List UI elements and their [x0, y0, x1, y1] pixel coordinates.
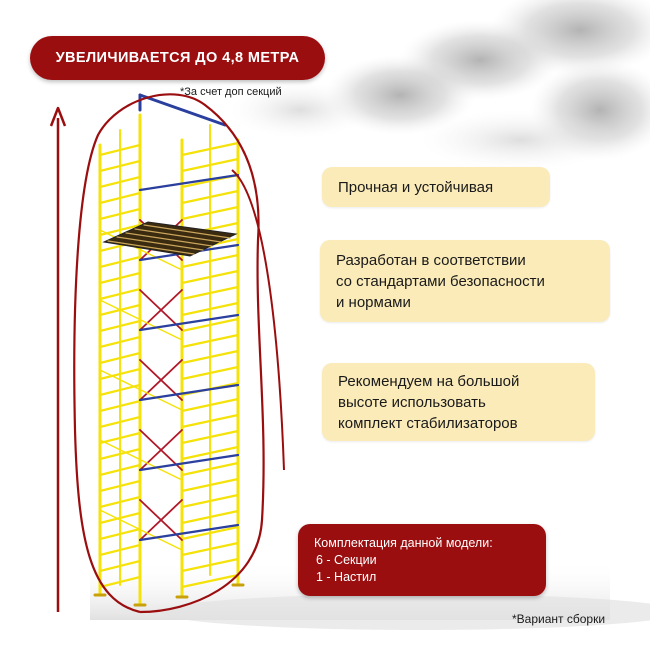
- side-brace: [99, 299, 183, 341]
- rung: [180, 573, 240, 589]
- side-brace: [99, 229, 183, 271]
- rung: [98, 319, 142, 333]
- rung: [180, 541, 240, 557]
- rung: [98, 575, 142, 589]
- rung: [98, 175, 142, 189]
- banner-note: *За счет доп секций: [180, 86, 282, 98]
- deck-plank: [116, 236, 204, 251]
- rung: [98, 479, 142, 493]
- horizontal-brace: [138, 523, 240, 542]
- rung: [98, 367, 142, 381]
- rung: [98, 463, 142, 477]
- side-brace: [99, 509, 183, 551]
- rung: [180, 365, 240, 381]
- rung: [98, 191, 142, 205]
- kit-title: Комплектация данной модели:: [314, 536, 493, 550]
- clouds: [180, 0, 650, 170]
- kit-item-sections: 6 - Секции: [316, 553, 377, 567]
- arrow-up-icon: [49, 106, 67, 612]
- height-banner-text: УВЕЛИЧИВАЕТСЯ ДО 4,8 МЕТРА: [55, 50, 300, 66]
- deck-plank: [134, 228, 222, 243]
- rung: [98, 495, 142, 509]
- side-brace: [99, 369, 183, 411]
- horizontal-brace: [138, 313, 240, 332]
- feature-safety-standards: Разработан в соответствии со стандартами…: [320, 240, 610, 322]
- rung: [180, 141, 240, 157]
- rung: [180, 333, 240, 349]
- rung: [98, 351, 142, 365]
- feature-safety-text: Разработан в соответствии со стандартами…: [336, 251, 545, 311]
- rung: [180, 557, 240, 573]
- rung: [180, 413, 240, 429]
- deck-platform: [102, 221, 238, 257]
- rung: [180, 301, 240, 317]
- kit-item-deck: 1 - Настил: [316, 570, 377, 584]
- feature-strength: Прочная и устойчивая: [322, 167, 550, 207]
- rung: [98, 271, 142, 285]
- feature-strength-text: Прочная и устойчивая: [338, 178, 494, 196]
- rung: [180, 269, 240, 285]
- side-brace: [99, 439, 183, 481]
- rung: [98, 287, 142, 301]
- horizontal-brace: [138, 173, 240, 192]
- rung: [98, 143, 142, 157]
- rung: [180, 477, 240, 493]
- horizontal-brace: [138, 453, 240, 472]
- horizontal-brace: [138, 383, 240, 402]
- rung: [98, 159, 142, 173]
- rung: [180, 461, 240, 477]
- rung: [98, 543, 142, 557]
- rung: [98, 447, 142, 461]
- feature-stabilizers-text: Рекомендуем на большой высоте использова…: [338, 372, 520, 432]
- rung: [98, 431, 142, 445]
- rung: [180, 189, 240, 205]
- rung: [180, 285, 240, 301]
- rung: [98, 399, 142, 413]
- rung: [98, 527, 142, 541]
- height-banner: УВЕЛИЧИВАЕТСЯ ДО 4,8 МЕТРА: [30, 36, 325, 80]
- rung: [180, 397, 240, 413]
- rung: [98, 511, 142, 525]
- feature-stabilizers: Рекомендуем на большой высоте использова…: [322, 363, 595, 441]
- rung: [98, 415, 142, 429]
- rung: [98, 207, 142, 221]
- top-rail: [138, 93, 227, 127]
- outline-loop: [73, 93, 265, 614]
- rung: [180, 445, 240, 461]
- deck-plank: [107, 240, 195, 255]
- rung: [180, 493, 240, 509]
- deck-plank: [125, 232, 213, 247]
- rung: [180, 509, 240, 525]
- assembly-note: *Вариант сборки: [512, 612, 606, 626]
- rung: [180, 317, 240, 333]
- rung: [180, 253, 240, 269]
- kit-box: Комплектация данной модели: 6 - Секции 1…: [298, 524, 546, 596]
- rung: [180, 205, 240, 221]
- rung: [98, 255, 142, 269]
- rung: [180, 157, 240, 173]
- rung: [180, 525, 240, 541]
- rung: [180, 349, 240, 365]
- rung: [180, 429, 240, 445]
- deck-plank: [143, 224, 231, 239]
- rung: [98, 559, 142, 573]
- scaffold-tower: [93, 93, 245, 607]
- rung: [98, 335, 142, 349]
